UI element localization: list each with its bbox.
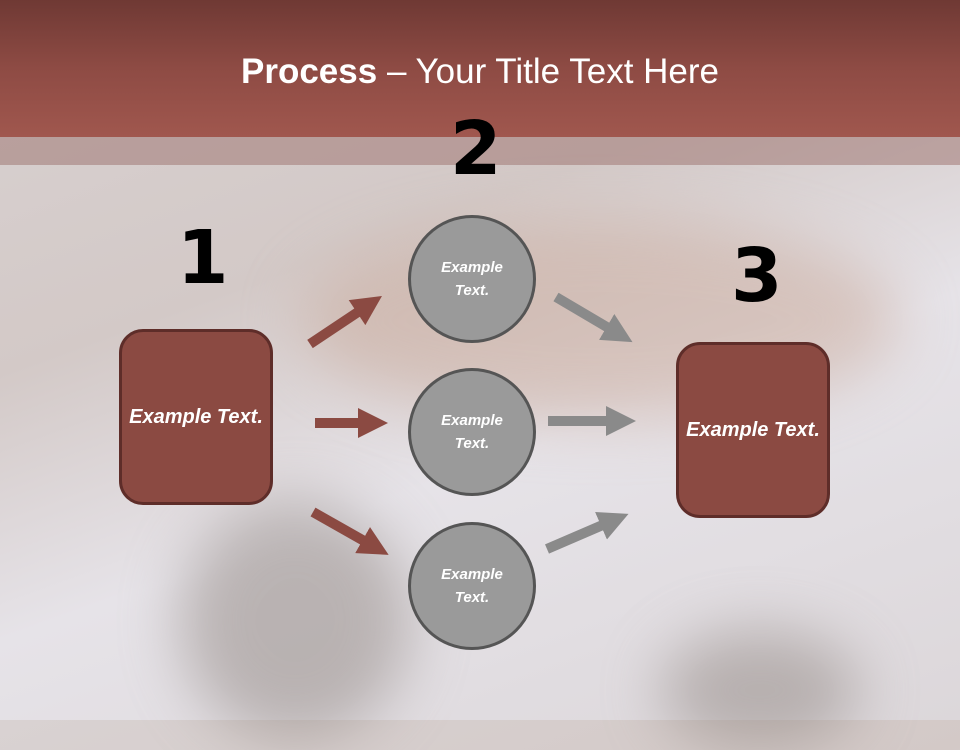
step-number-1: 1 bbox=[177, 215, 229, 301]
slide-title: Process – Your Title Text Here bbox=[241, 52, 719, 91]
step-3-box: Example Text. bbox=[676, 342, 830, 518]
step-2-circle-top: Example Text. bbox=[408, 215, 536, 343]
arrow-1-to-bottom bbox=[310, 507, 389, 555]
step-number-2: 2 bbox=[450, 106, 502, 192]
step-2-circle-middle: Example Text. bbox=[408, 368, 536, 496]
title-band bbox=[0, 137, 960, 165]
arrow-bottom-to-3 bbox=[545, 511, 629, 554]
arrow-1-to-top bbox=[307, 296, 382, 349]
title-bar bbox=[0, 0, 960, 137]
step-number-3: 3 bbox=[731, 233, 783, 319]
arrows bbox=[307, 292, 636, 555]
arrow-top-to-3 bbox=[553, 292, 633, 343]
step-1-box: Example Text. bbox=[119, 329, 273, 505]
step-2-circle-bottom: Example Text. bbox=[408, 522, 536, 650]
